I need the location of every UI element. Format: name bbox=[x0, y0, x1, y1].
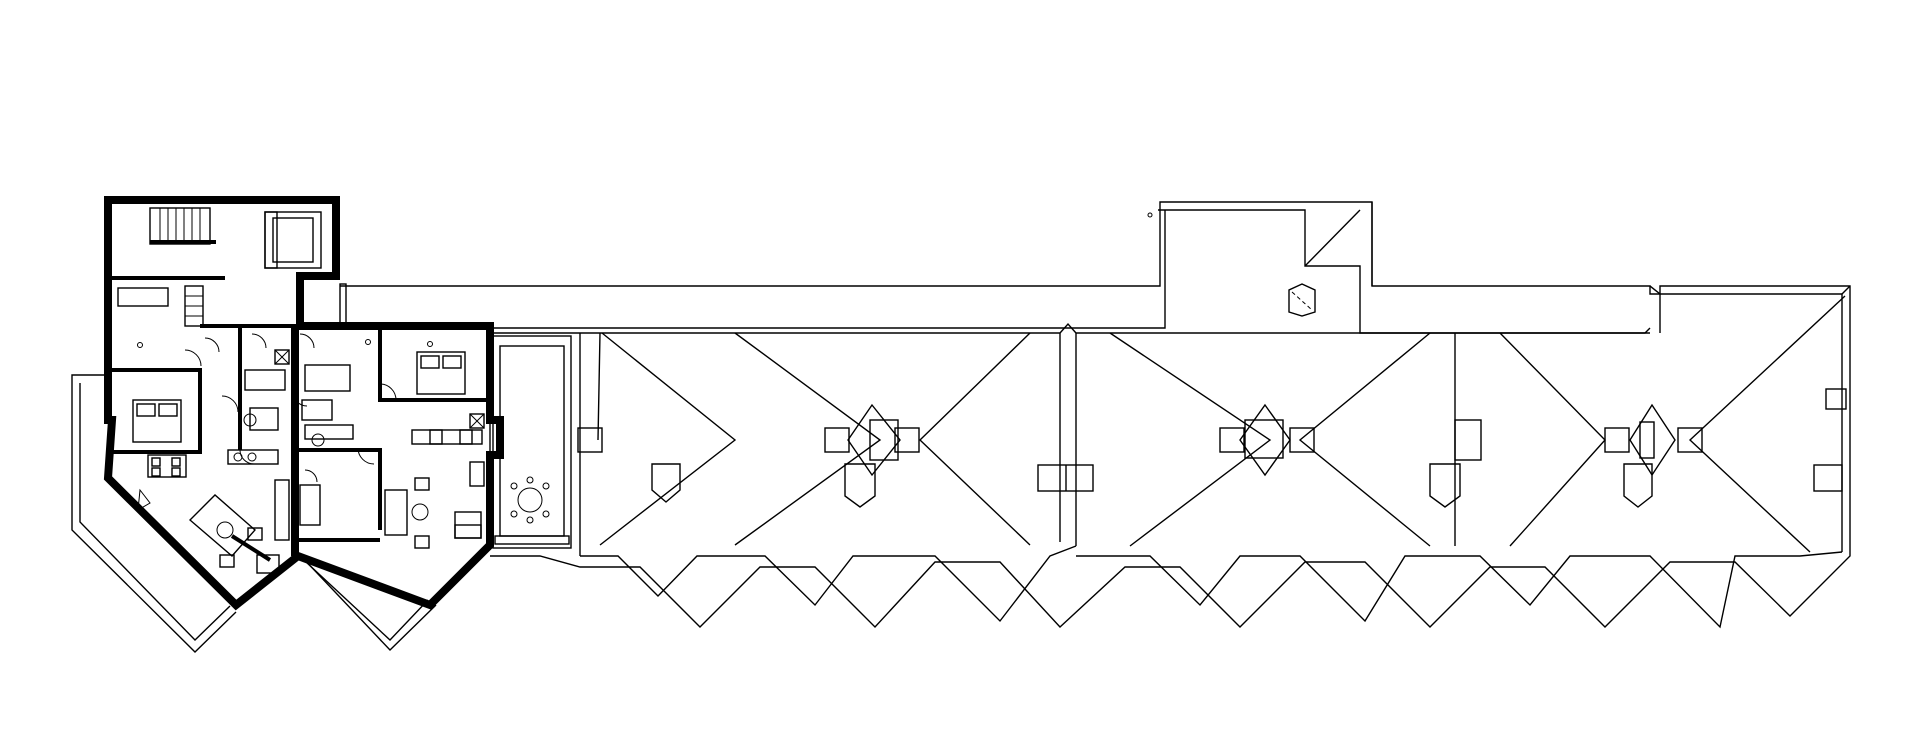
staircase bbox=[149, 207, 216, 327]
roof-chimneys bbox=[651, 212, 1847, 508]
living-furniture bbox=[147, 454, 482, 574]
elevator bbox=[264, 211, 322, 269]
roof-ridge-markers bbox=[577, 403, 1703, 477]
kitchens bbox=[227, 413, 485, 541]
roof-outline bbox=[340, 201, 1851, 629]
beds bbox=[117, 287, 466, 526]
bathrooms bbox=[243, 349, 354, 447]
exterior-walls bbox=[103, 196, 504, 611]
roof-plan bbox=[340, 201, 1851, 629]
apartment-block bbox=[71, 196, 504, 653]
door-swings bbox=[137, 333, 397, 511]
